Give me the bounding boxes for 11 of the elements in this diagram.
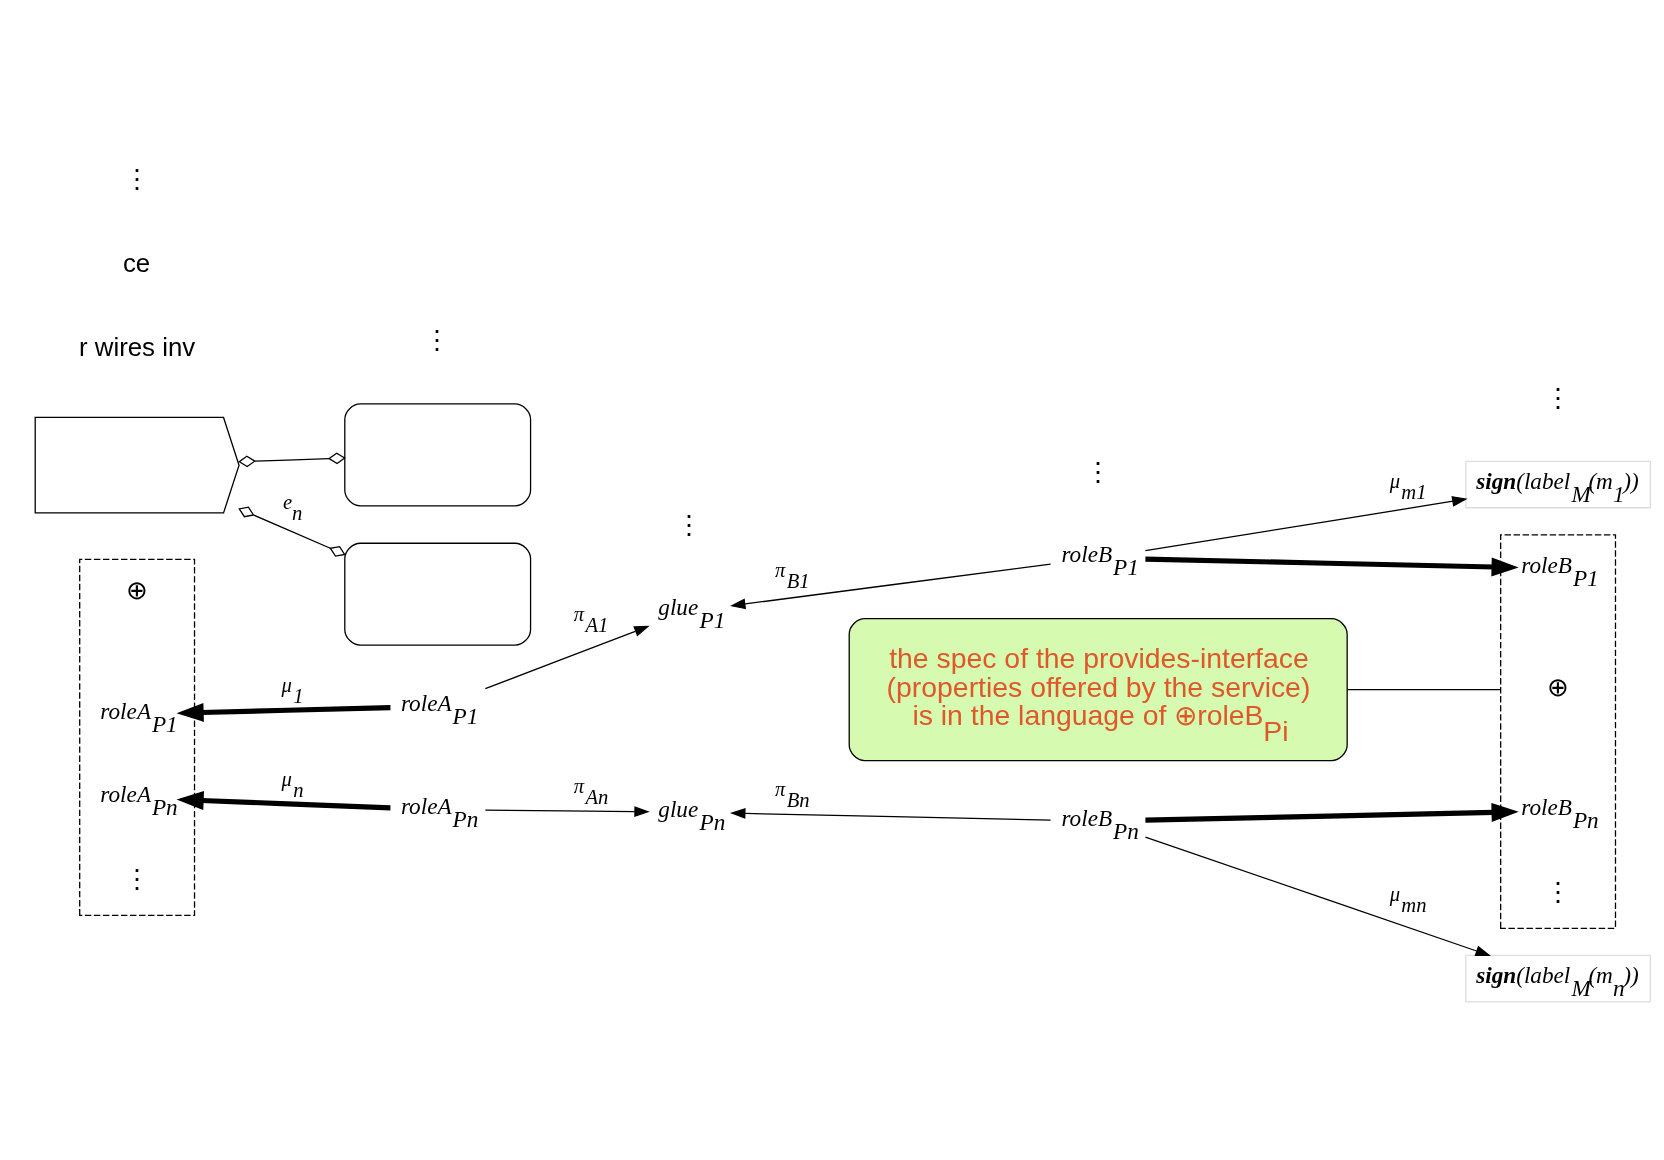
label: ⋮: [1544, 878, 1571, 907]
label: r wires inv: [79, 332, 196, 361]
label: ⋮: [424, 326, 451, 355]
label: ⋮: [123, 164, 150, 193]
label: ce: [122, 248, 151, 277]
label: ⋮: [123, 865, 150, 894]
label: ⋮: [1544, 384, 1571, 413]
label: ⋮: [676, 510, 703, 539]
label: ⋮: [1084, 457, 1111, 486]
label: ⊕: [1547, 673, 1570, 702]
label: ⊕: [126, 576, 149, 605]
